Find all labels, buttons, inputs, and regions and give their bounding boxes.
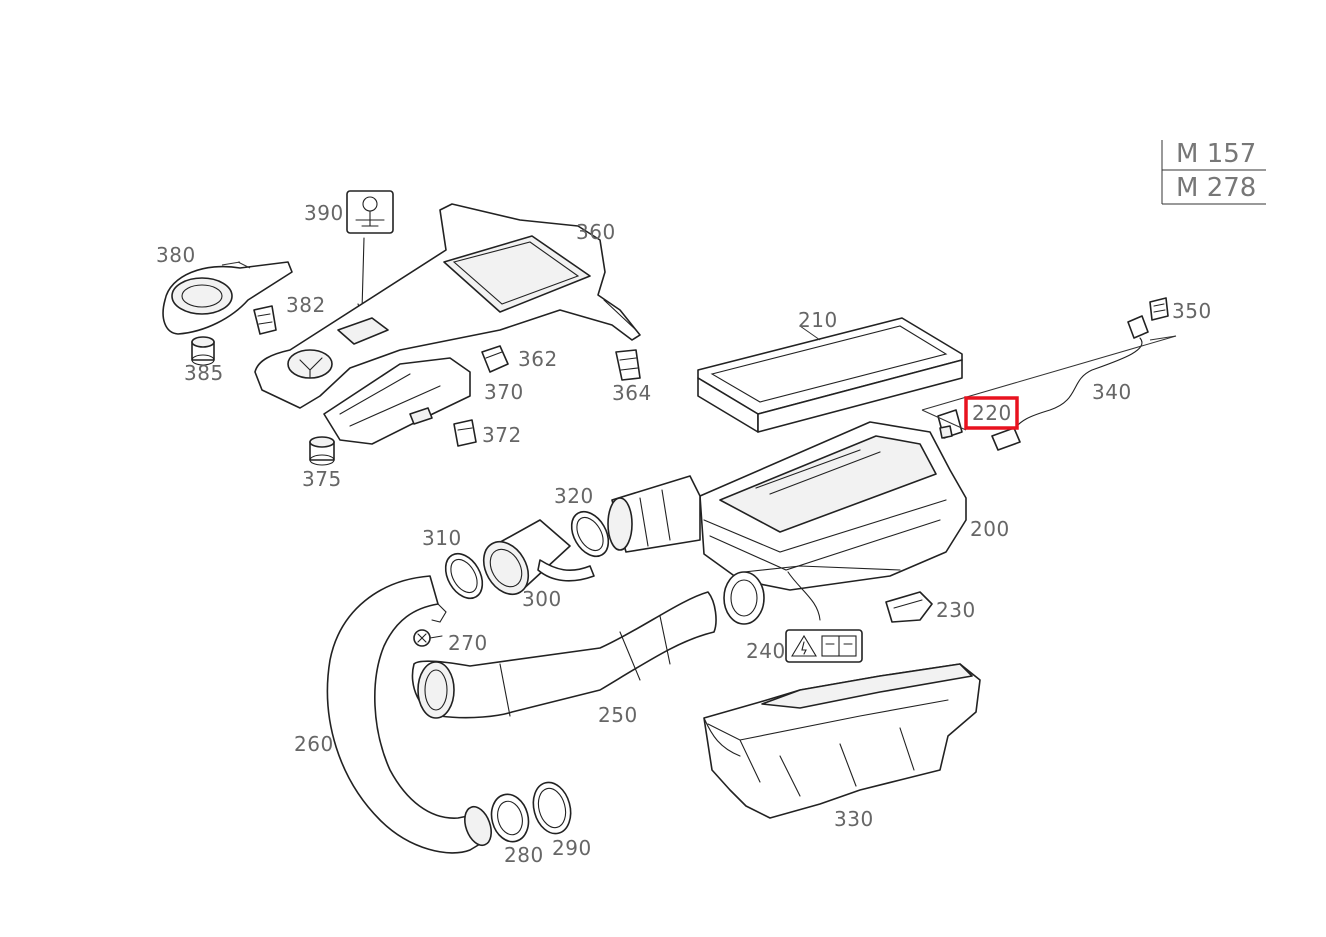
engine-code-box: M 157 M 278 <box>1161 139 1266 205</box>
label-390[interactable]: 390 <box>304 201 344 225</box>
label-330[interactable]: 330 <box>834 807 874 831</box>
part-260-long-hose[interactable] <box>326 575 496 854</box>
label-270[interactable]: 270 <box>448 631 488 655</box>
label-382[interactable]: 382 <box>286 293 326 317</box>
part-360-engine-cover[interactable] <box>254 203 641 409</box>
label-380[interactable]: 380 <box>156 243 196 267</box>
label-350[interactable]: 350 <box>1172 299 1212 323</box>
label-260[interactable]: 260 <box>294 732 334 756</box>
label-220[interactable]: 220 <box>972 401 1012 425</box>
part-370-cover-piece[interactable] <box>323 357 471 445</box>
label-230[interactable]: 230 <box>936 598 976 622</box>
label-385[interactable]: 385 <box>184 361 224 385</box>
label-320[interactable]: 320 <box>554 484 594 508</box>
pipette-warning-icon <box>346 190 394 316</box>
highlight-box-220 <box>964 396 1019 430</box>
part-310-clamp[interactable] <box>438 547 490 605</box>
part-230-bracket[interactable] <box>885 591 933 623</box>
engine-code-1: M 157 <box>1176 139 1256 169</box>
part-385-grommet[interactable] <box>191 336 215 366</box>
label-370[interactable]: 370 <box>484 380 524 404</box>
part-362-clip[interactable] <box>481 345 509 373</box>
label-300[interactable]: 300 <box>522 587 562 611</box>
part-220-sensor[interactable] <box>921 409 967 439</box>
part-372-clip[interactable] <box>453 419 477 447</box>
part-270-screw[interactable] <box>413 629 443 647</box>
label-362[interactable]: 362 <box>518 347 558 371</box>
part-350-connector[interactable] <box>1149 297 1169 321</box>
label-375[interactable]: 375 <box>302 467 342 491</box>
part-380-funnel[interactable] <box>162 261 293 335</box>
label-250[interactable]: 250 <box>598 703 638 727</box>
label-280[interactable]: 280 <box>504 843 544 867</box>
electric-warning-icon <box>791 634 817 657</box>
label-290[interactable]: 290 <box>552 836 592 860</box>
part-320-clamp[interactable] <box>564 505 616 563</box>
part-200-filter-housing[interactable] <box>607 421 967 625</box>
part-364-clip[interactable] <box>615 349 641 381</box>
part-number-labels: 380 390 360 382 385 362 370 364 372 375 … <box>156 201 1212 867</box>
part-330-heat-shield[interactable] <box>703 663 981 819</box>
engine-code-2: M 278 <box>1176 173 1256 203</box>
label-200[interactable]: 200 <box>970 517 1010 541</box>
warning-label-group <box>785 629 863 663</box>
part-340-cable[interactable] <box>921 315 1177 451</box>
label-372[interactable]: 372 <box>482 423 522 447</box>
part-210-air-filter[interactable] <box>697 317 963 433</box>
label-310[interactable]: 310 <box>422 526 462 550</box>
part-300-intake-pipe[interactable] <box>475 519 595 602</box>
part-250-hose[interactable] <box>411 591 717 719</box>
part-290-clamp[interactable] <box>528 778 576 838</box>
part-382-clip[interactable] <box>253 305 277 335</box>
label-240[interactable]: 240 <box>746 639 786 663</box>
part-375-grommet[interactable] <box>309 436 335 466</box>
label-340[interactable]: 340 <box>1092 380 1132 404</box>
label-364[interactable]: 364 <box>612 381 652 405</box>
label-360[interactable]: 360 <box>576 220 616 244</box>
part-280-ring[interactable] <box>486 790 533 846</box>
label-210[interactable]: 210 <box>798 308 838 332</box>
